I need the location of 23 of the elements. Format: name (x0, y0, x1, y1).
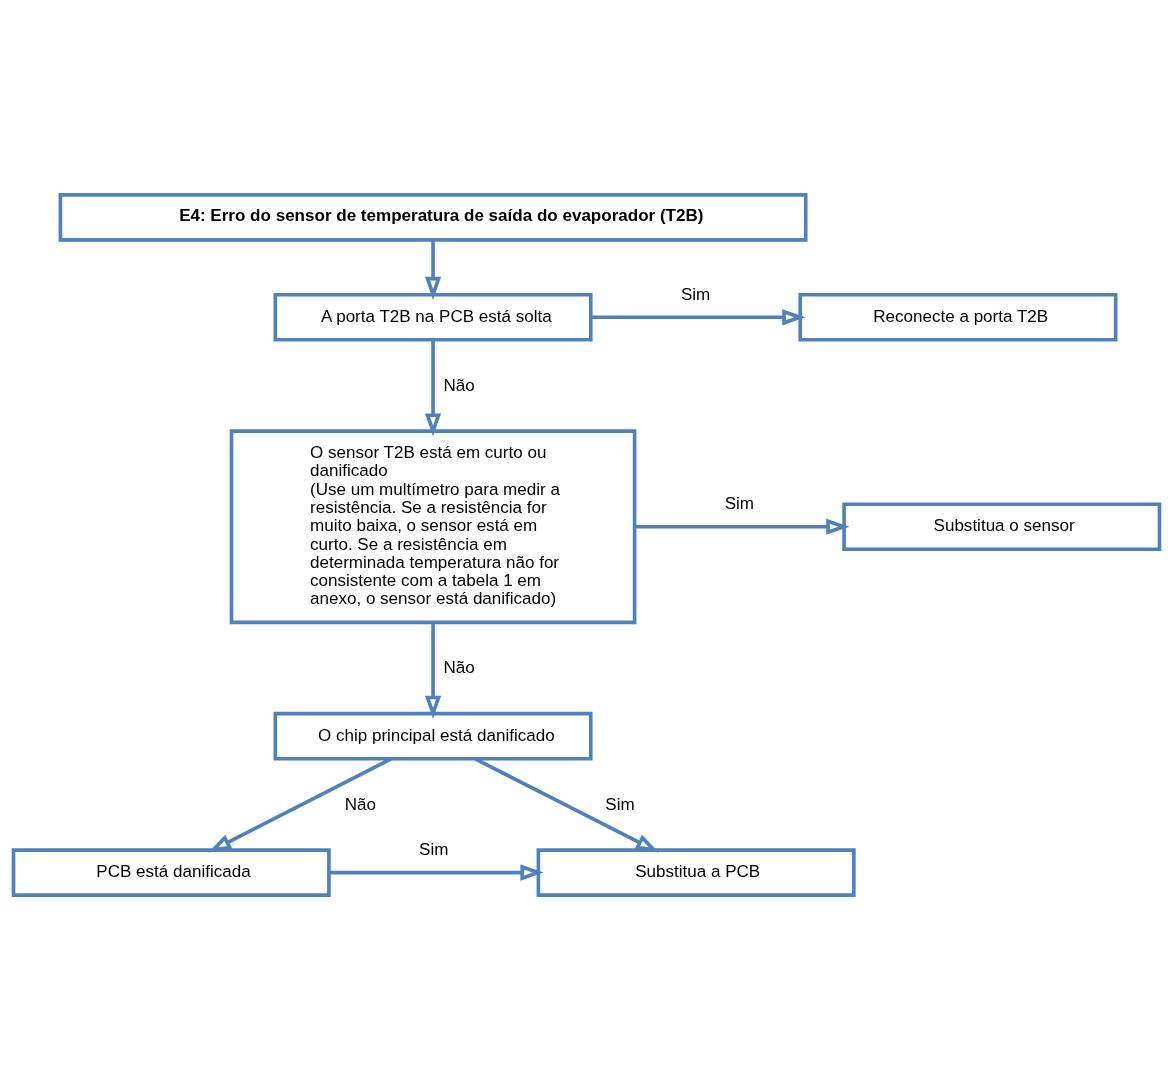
edge-label: Sim (419, 840, 449, 860)
node-box: E4: Erro do sensor de temperatura de saída do evaporador (T2B) (58, 193, 808, 242)
edge-label: Sim (724, 494, 755, 514)
arrow (208, 757, 392, 853)
node-box: O sensor T2B está em curto ou danificado (Use um multímetro para medir a resistência. Se a resistência for muito baixa, o sensor está em curto. Se a resistência em determinada temperatura não for consistente com a tabela 1 em anexo, o sensor está danificado) (229, 429, 637, 625)
node-box: A porta T2B na PCB está solta (273, 292, 593, 342)
node-box: O chip principal está danificado (273, 711, 593, 761)
node-box: Substitua o sensor (842, 502, 1162, 552)
arrow (329, 864, 544, 881)
arrow (424, 339, 442, 437)
arrow (590, 309, 806, 326)
edge-label: Não (443, 658, 475, 678)
edge-label: Não (344, 794, 377, 814)
arrow (424, 622, 442, 719)
arrow (424, 240, 442, 300)
edge-label: Sim (605, 794, 635, 814)
node-box: Reconecte a porta T2B (798, 292, 1118, 342)
edge-label: Não (443, 375, 475, 395)
node-box: PCB está danificada (11, 848, 331, 897)
arrow (474, 757, 659, 853)
edge-label: Sim (680, 284, 711, 304)
node-box: Substitua a PCB (536, 848, 856, 897)
arrow (634, 518, 850, 535)
